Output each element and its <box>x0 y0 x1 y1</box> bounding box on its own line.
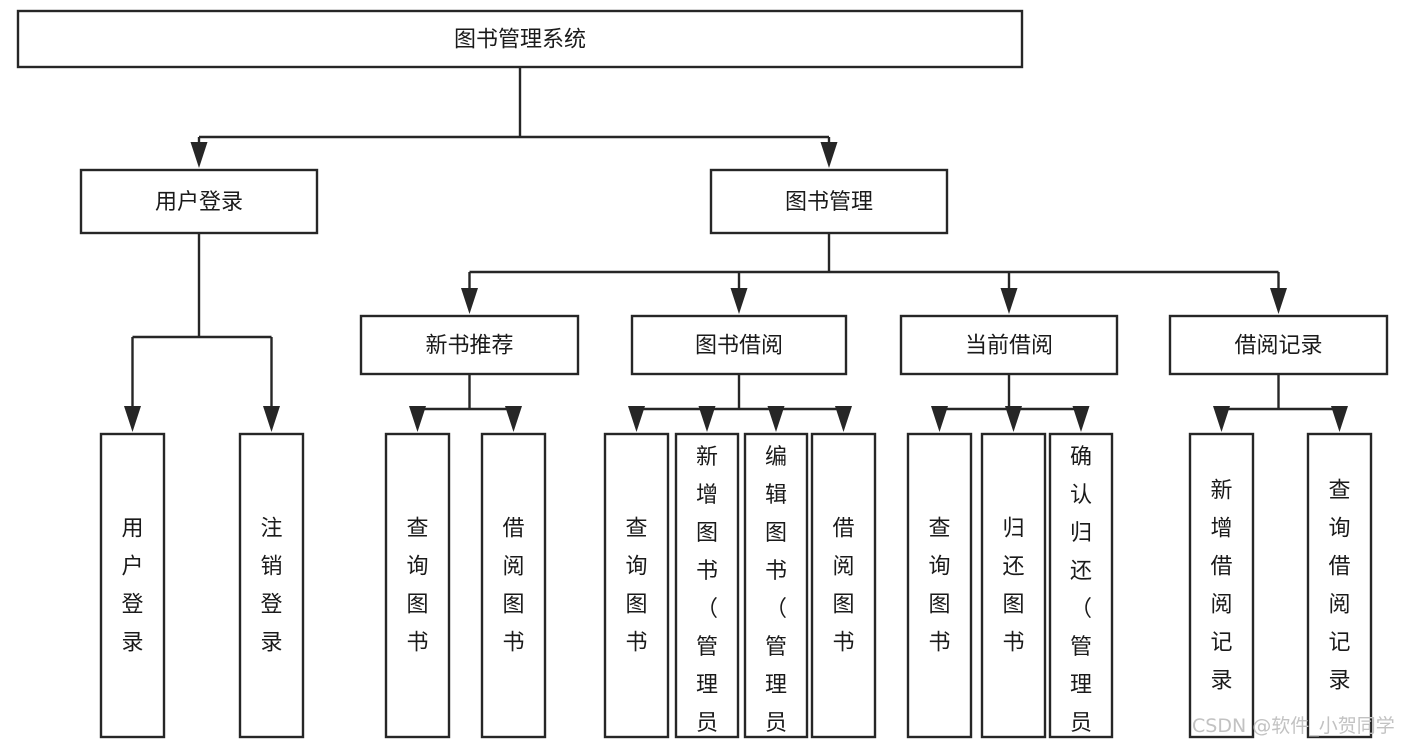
node-box-leaf-0[interactable] <box>99 432 166 739</box>
arrowhead-borrow-1 <box>698 406 716 432</box>
node-label-leaf-2: 查询图书 <box>406 517 428 656</box>
node-label-level2-0: 用户登录 <box>155 190 243 215</box>
node-box-root-0[interactable] <box>16 9 1024 69</box>
node-leaf-10[interactable]: 确认归还（管理员） <box>1048 432 1114 747</box>
node-leaf-9[interactable]: 归还图书 <box>980 432 1047 739</box>
arrowhead-records-0 <box>1213 406 1230 432</box>
node-leaf-0[interactable]: 用户登录 <box>99 432 166 739</box>
node-label-leaf-0: 用户登录 <box>121 517 143 656</box>
arrowhead-borrow-0 <box>628 406 645 432</box>
node-box-level3-0[interactable] <box>359 314 580 376</box>
node-box-leaf-7[interactable] <box>810 432 877 739</box>
node-label-leaf-1: 注销登录 <box>260 517 282 656</box>
node-label-leaf-11: 新增借阅记录 <box>1210 479 1232 694</box>
arrowhead-root-1 <box>820 142 838 168</box>
arrowhead-book-mgmt-2 <box>1000 288 1018 314</box>
node-box-leaf-5[interactable] <box>674 432 740 739</box>
arrowhead-new-book-0 <box>409 406 426 432</box>
node-label-leaf-8: 查询图书 <box>928 517 950 656</box>
arrowhead-borrow-2 <box>767 406 785 432</box>
node-leaf-8[interactable]: 查询图书 <box>906 432 973 739</box>
node-box-leaf-11[interactable] <box>1188 432 1255 739</box>
node-box-level2-1[interactable] <box>709 168 949 235</box>
csdn-watermark: CSDN @软件_小贺同学 <box>1192 715 1395 737</box>
node-box-level3-2[interactable] <box>899 314 1119 376</box>
node-label-leaf-3: 借阅图书 <box>502 517 524 656</box>
node-level3-1[interactable]: 图书借阅 <box>630 314 848 376</box>
node-box-leaf-12[interactable] <box>1306 432 1373 739</box>
node-leaf-6[interactable]: 编辑图书（管理员） <box>743 432 809 747</box>
node-label-level3-1: 图书借阅 <box>695 334 783 359</box>
node-leaf-7[interactable]: 借阅图书 <box>810 432 877 739</box>
node-label-level3-3: 借阅记录 <box>1234 334 1322 359</box>
arrowhead-records-1 <box>1331 406 1348 432</box>
node-box-leaf-8[interactable] <box>906 432 973 739</box>
nodes-layer: 图书管理系统用户登录图书管理新书推荐图书借阅当前借阅借阅记录用户登录注销登录查询… <box>16 9 1389 747</box>
node-box-leaf-1[interactable] <box>238 432 305 739</box>
node-leaf-1[interactable]: 注销登录 <box>238 432 305 739</box>
arrowhead-book-mgmt-1 <box>730 288 748 314</box>
node-level3-2[interactable]: 当前借阅 <box>899 314 1119 376</box>
node-leaf-4[interactable]: 查询图书 <box>603 432 670 739</box>
node-label-level2-1: 图书管理 <box>785 190 873 215</box>
node-label-leaf-5: 新增图书（管理员） <box>696 445 718 747</box>
node-root-0[interactable]: 图书管理系统 <box>16 9 1024 69</box>
node-box-level2-0[interactable] <box>79 168 319 235</box>
node-label-root-0: 图书管理系统 <box>454 28 586 53</box>
node-level3-3[interactable]: 借阅记录 <box>1168 314 1389 376</box>
arrowhead-borrow-3 <box>835 406 852 432</box>
node-level2-1[interactable]: 图书管理 <box>709 168 949 235</box>
node-box-leaf-6[interactable] <box>743 432 809 739</box>
node-label-leaf-7: 借阅图书 <box>832 517 854 656</box>
node-box-leaf-2[interactable] <box>384 432 451 739</box>
node-leaf-5[interactable]: 新增图书（管理员） <box>674 432 740 747</box>
arrowhead-book-mgmt-0 <box>461 288 478 314</box>
node-leaf-2[interactable]: 查询图书 <box>384 432 451 739</box>
arrowhead-book-mgmt-3 <box>1270 288 1287 314</box>
node-box-level3-3[interactable] <box>1168 314 1389 376</box>
node-label-level3-2: 当前借阅 <box>965 334 1053 359</box>
node-label-leaf-6: 编辑图书（管理员） <box>765 445 787 747</box>
node-box-leaf-10[interactable] <box>1048 432 1114 739</box>
node-label-leaf-12: 查询借阅记录 <box>1328 479 1350 694</box>
node-box-leaf-4[interactable] <box>603 432 670 739</box>
node-box-level3-1[interactable] <box>630 314 848 376</box>
node-box-leaf-9[interactable] <box>980 432 1047 739</box>
node-label-leaf-4: 查询图书 <box>625 517 647 656</box>
arrowhead-current-2 <box>1072 406 1090 432</box>
node-label-leaf-9: 归还图书 <box>1002 517 1024 656</box>
node-label-level3-0: 新书推荐 <box>425 334 513 359</box>
node-label-leaf-10: 确认归还（管理员） <box>1070 445 1092 747</box>
node-leaf-3[interactable]: 借阅图书 <box>480 432 547 739</box>
arrowhead-user-login-1 <box>263 406 280 432</box>
node-box-leaf-3[interactable] <box>480 432 547 739</box>
arrowhead-new-book-1 <box>505 406 522 432</box>
arrowhead-user-login-0 <box>124 406 141 432</box>
arrowhead-current-1 <box>1005 406 1022 432</box>
arrowhead-current-0 <box>931 406 948 432</box>
node-leaf-12[interactable]: 查询借阅记录 <box>1306 432 1373 739</box>
connectors-layer <box>124 67 1348 432</box>
node-level3-0[interactable]: 新书推荐 <box>359 314 580 376</box>
node-level2-0[interactable]: 用户登录 <box>79 168 319 235</box>
node-leaf-11[interactable]: 新增借阅记录 <box>1188 432 1255 739</box>
arrowhead-root-0 <box>190 142 208 168</box>
